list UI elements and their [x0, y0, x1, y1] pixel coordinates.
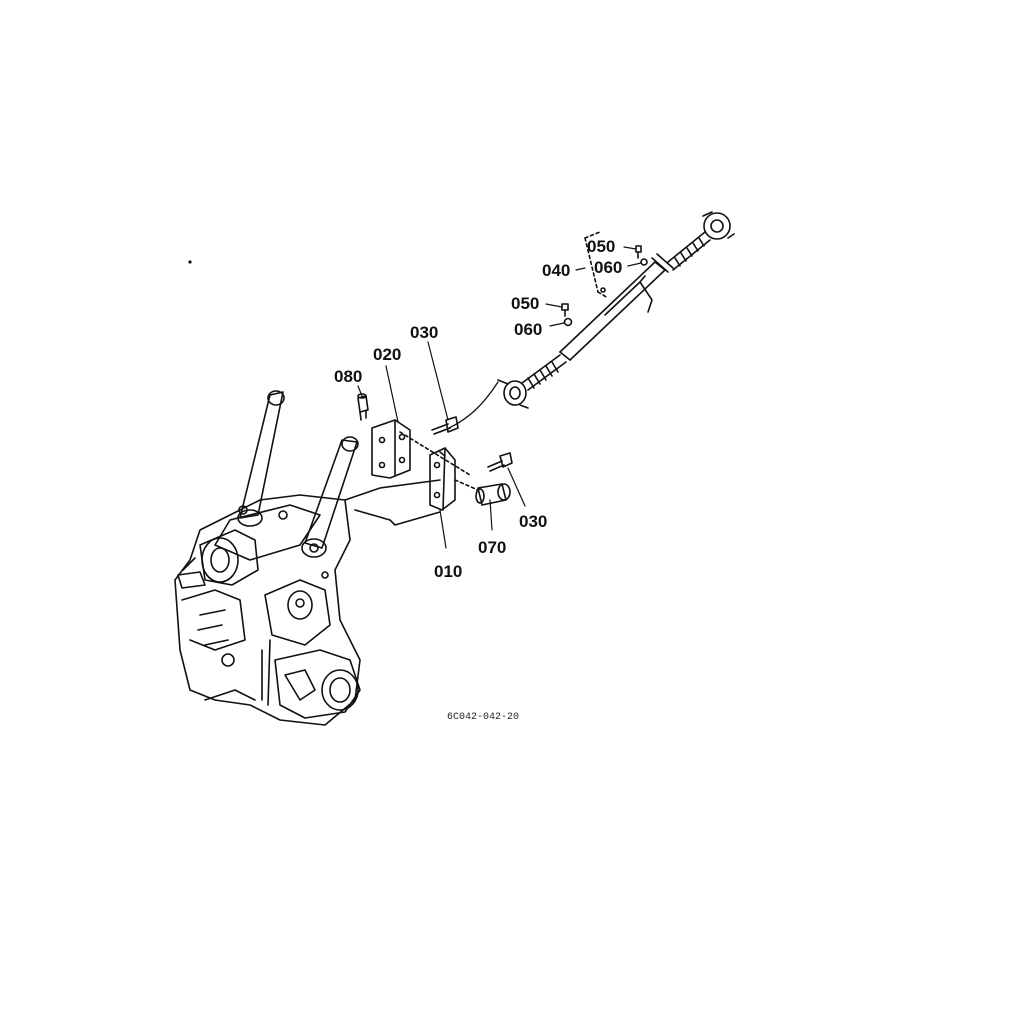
callout-010: 010: [434, 562, 463, 581]
callout-080: 080: [334, 367, 363, 386]
grease-nipple-080: [357, 393, 369, 421]
bracket-010: [429, 447, 456, 511]
callout-050-lower: 050: [511, 294, 540, 313]
top-link-040: [497, 211, 735, 409]
bolt-030-right: [487, 452, 513, 472]
callout-040: 040: [542, 261, 571, 280]
lock-nut-060-upper: [640, 258, 648, 266]
callout-030-right: 030: [519, 512, 548, 531]
callout-060-lower: 060: [514, 320, 543, 339]
lift-arm-left: [237, 390, 285, 527]
callout-050-upper: 050: [587, 237, 616, 256]
figure-code: 6C042-042-20: [447, 712, 520, 723]
lock-nut-060-lower: [563, 317, 573, 327]
callout-030-upper: 030: [410, 323, 439, 342]
lock-bolt-050-upper: [635, 245, 642, 259]
leader-lines: [357, 246, 642, 549]
lock-bolt-050-lower: [561, 303, 569, 317]
transmission-housing: [174, 494, 361, 726]
callout-060-upper: 060: [594, 258, 623, 277]
pin-070: [475, 483, 511, 506]
bracket-020: [371, 419, 411, 479]
callout-020: 020: [373, 345, 402, 364]
lift-arm-right: [301, 436, 359, 558]
callout-070: 070: [478, 538, 507, 557]
